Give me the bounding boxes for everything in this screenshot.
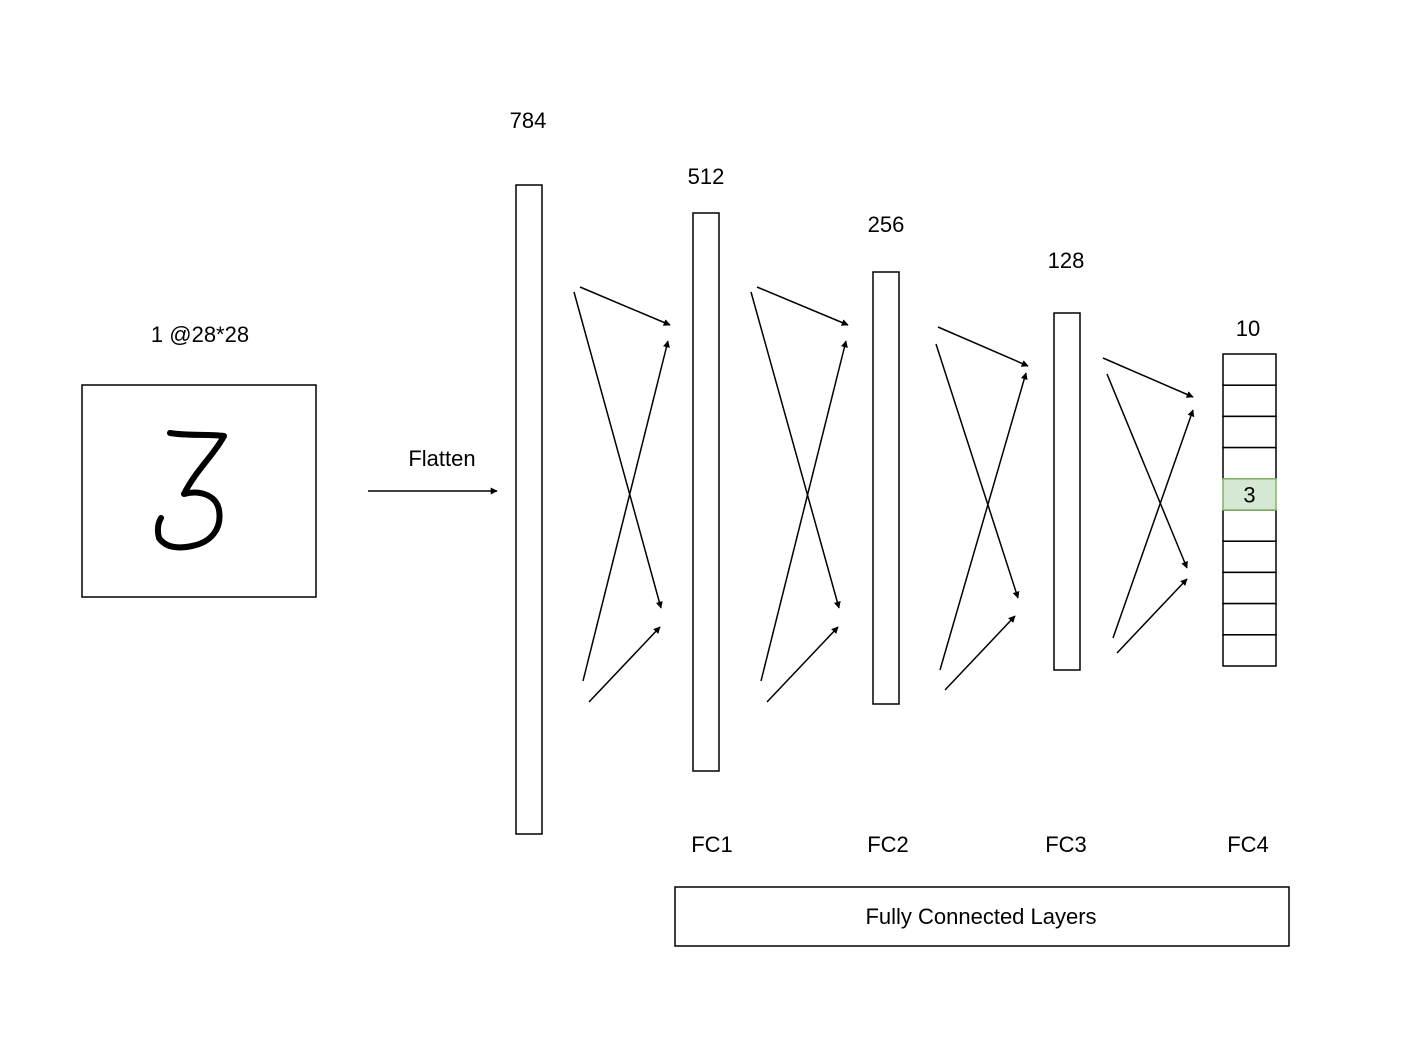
connection-arrow	[1102, 357, 1194, 398]
fc4-size-label: 10	[1236, 316, 1260, 341]
connections-784-to-fc1	[573, 286, 671, 703]
fc2-size-label: 256	[868, 212, 905, 237]
fc4-output-cell-highlighted	[1222, 478, 1277, 511]
fc2-bar	[872, 271, 900, 705]
fc4-output-cell	[1222, 415, 1277, 449]
connection-arrow	[582, 340, 670, 682]
fully-connected-layers-box	[674, 886, 1290, 947]
fc4-output-cell	[1222, 540, 1277, 574]
handwritten-digit-3	[154, 430, 227, 551]
fc4-output-cells: 3	[1222, 353, 1277, 667]
connection-arrow	[944, 615, 1016, 691]
fc4-output-cell	[1222, 353, 1277, 386]
connections-fc2-to-fc3	[935, 326, 1029, 691]
flatten-label: Flatten	[408, 446, 475, 471]
connection-arrow	[1116, 578, 1188, 654]
connection-arrow	[939, 372, 1028, 671]
connection-arrow	[935, 343, 1020, 599]
connection-arrow	[766, 626, 839, 703]
fc4-output-cell	[1222, 602, 1277, 636]
fully-connected-layers-label: Fully Connected Layers	[865, 904, 1096, 929]
connection-arrow	[1106, 373, 1188, 569]
fc4-output-cell	[1222, 571, 1277, 605]
fc3-name: FC3	[1045, 832, 1087, 857]
fc4-output-cell	[1222, 384, 1277, 418]
connection-arrow	[1112, 409, 1195, 639]
fc1-size-label: 512	[688, 164, 725, 189]
input-dims-label: 1 @28*28	[151, 322, 249, 347]
layer-784-bar	[515, 184, 543, 835]
connection-arrow	[573, 291, 663, 609]
fc4-output-cell	[1222, 446, 1277, 480]
connections-fc1-to-fc2	[750, 286, 849, 703]
fc4-highlighted-value: 3	[1243, 482, 1255, 507]
fc3-size-label: 128	[1048, 248, 1085, 273]
connection-arrow	[760, 340, 848, 682]
connection-arrow	[756, 286, 849, 326]
layer-784-size-label: 784	[510, 108, 547, 133]
connection-arrow	[937, 326, 1029, 367]
fc1-bar	[692, 212, 720, 772]
fc2-name: FC2	[867, 832, 909, 857]
fc3-bar	[1053, 312, 1081, 671]
fc4-output-cell	[1222, 634, 1277, 667]
connection-arrow	[579, 286, 671, 326]
connection-arrow	[750, 291, 841, 609]
fc4-name: FC4	[1227, 832, 1269, 857]
connection-arrow	[588, 626, 661, 703]
connections-fc3-to-fc4	[1102, 357, 1195, 654]
fc4-output-cell	[1222, 509, 1277, 542]
fc1-name: FC1	[691, 832, 733, 857]
